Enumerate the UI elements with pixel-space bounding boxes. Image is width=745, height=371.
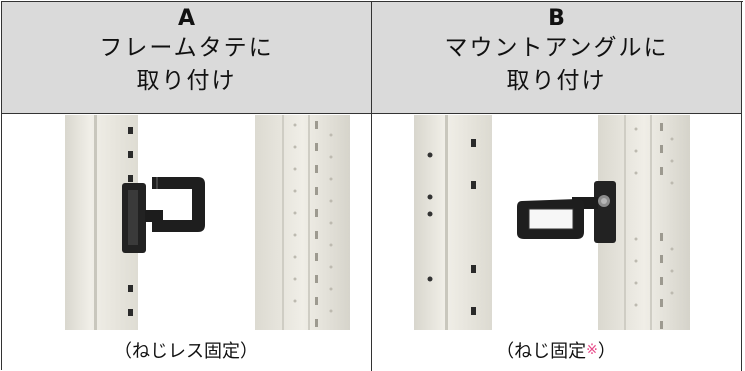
column-a-header: A フレームタテに 取り付け xyxy=(2,2,371,114)
column-a-caption: （ねじレス固定） xyxy=(114,341,258,362)
column-b-caption-text: （ねじ固定 xyxy=(496,341,587,362)
column-a-title-line2: 取り付け xyxy=(136,68,237,94)
column-b-caption: （ねじ固定※） xyxy=(372,337,740,367)
column-b-header: B マウントアングルに 取り付け xyxy=(372,2,741,114)
note-asterisk-icon: ※ xyxy=(586,342,598,358)
frame-post-left-b xyxy=(414,115,492,330)
column-a-letter: A xyxy=(177,6,196,31)
rack-post-right xyxy=(255,115,350,330)
frame-mount-photo xyxy=(65,115,350,330)
column-b-letter: B xyxy=(548,6,565,31)
cable-ring-bracket-b xyxy=(517,181,616,243)
column-b: B マウントアングルに 取り付け xyxy=(372,2,742,371)
column-b-title-line1: マウントアングルに xyxy=(444,35,669,61)
column-b-title-line2: 取り付け xyxy=(506,68,607,94)
cable-ring-bracket-a xyxy=(122,177,205,253)
mount-angle-photo xyxy=(414,115,690,330)
column-a: A フレームタテに 取り付け xyxy=(2,2,372,371)
column-a-title-line1: フレームタテに xyxy=(99,35,274,61)
column-b-caption-close: ） xyxy=(597,341,616,362)
